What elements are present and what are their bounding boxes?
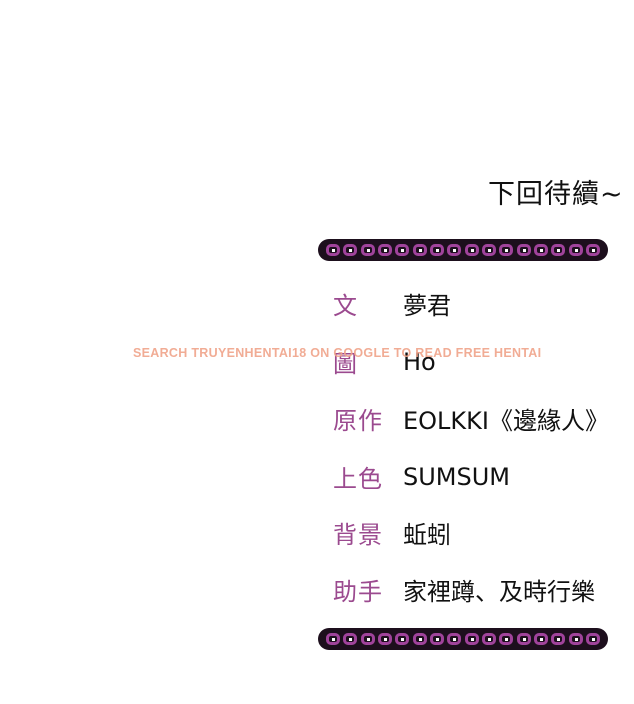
chain-divider-top — [318, 239, 608, 261]
chain-link-icon — [499, 633, 514, 645]
credit-label: 圖 — [333, 350, 358, 378]
credit-row-original: 原作 EOLKKI《邊緣人》 — [333, 401, 609, 436]
chain-link-icon — [464, 244, 479, 256]
credit-value: SUMSUM — [403, 462, 511, 491]
chain-link-icon — [568, 633, 583, 645]
chain-link-icon — [343, 244, 358, 256]
chain-link-icon — [499, 244, 514, 256]
chain-link-icon — [395, 633, 410, 645]
chain-link-icon — [533, 244, 548, 256]
credit-value: 家裡蹲、及時行樂 — [403, 578, 595, 606]
chain-link-icon — [447, 633, 462, 645]
watermark-text: SEARCH TRUYENHENTAI18 ON GOOGLE TO READ … — [133, 346, 542, 360]
chain-link-icon — [464, 633, 479, 645]
credit-label: 原作 — [333, 407, 383, 435]
chain-link-icon — [568, 244, 583, 256]
chain-link-icon — [412, 633, 427, 645]
credit-row-background: 背景 蚯蚓 — [333, 515, 451, 550]
credit-row-writer: 文 夢君 — [333, 286, 451, 321]
credit-row-color: 上色 SUMSUM — [333, 459, 510, 494]
credit-row-assistant: 助手 家裡蹲、及時行樂 — [333, 572, 595, 607]
chain-link-icon — [533, 633, 548, 645]
chain-link-icon — [481, 244, 496, 256]
chain-link-icon — [326, 633, 340, 645]
chain-link-icon — [551, 244, 566, 256]
credit-label: 上色 — [333, 465, 383, 493]
chain-link-icon — [447, 244, 462, 256]
credit-value: 夢君 — [403, 292, 451, 320]
chain-link-icon — [516, 244, 531, 256]
chain-divider-bottom — [318, 628, 608, 650]
credit-label: 文 — [333, 292, 358, 320]
chain-link-icon — [360, 633, 375, 645]
chain-link-icon — [429, 244, 444, 256]
chain-link-icon — [412, 244, 427, 256]
credit-row-art: 圖 Ho — [333, 344, 436, 379]
chain-link-icon — [585, 244, 600, 256]
chain-link-icon — [481, 633, 496, 645]
credit-value: Ho — [403, 347, 436, 376]
credit-label: 背景 — [333, 521, 383, 549]
credit-label: 助手 — [333, 578, 383, 606]
chain-link-icon — [516, 633, 531, 645]
chain-link-icon — [551, 633, 566, 645]
chain-link-icon — [395, 244, 410, 256]
credit-value: 蚯蚓 — [403, 521, 451, 549]
chain-link-icon — [585, 633, 600, 645]
chain-link-icon — [343, 633, 358, 645]
chain-link-icon — [326, 244, 340, 256]
to-be-continued-text: 下回待續~ — [488, 179, 624, 210]
chain-link-icon — [377, 244, 392, 256]
chain-link-icon — [360, 244, 375, 256]
credit-value: EOLKKI《邊緣人》 — [403, 407, 609, 435]
chain-link-icon — [429, 633, 444, 645]
chain-link-icon — [377, 633, 392, 645]
